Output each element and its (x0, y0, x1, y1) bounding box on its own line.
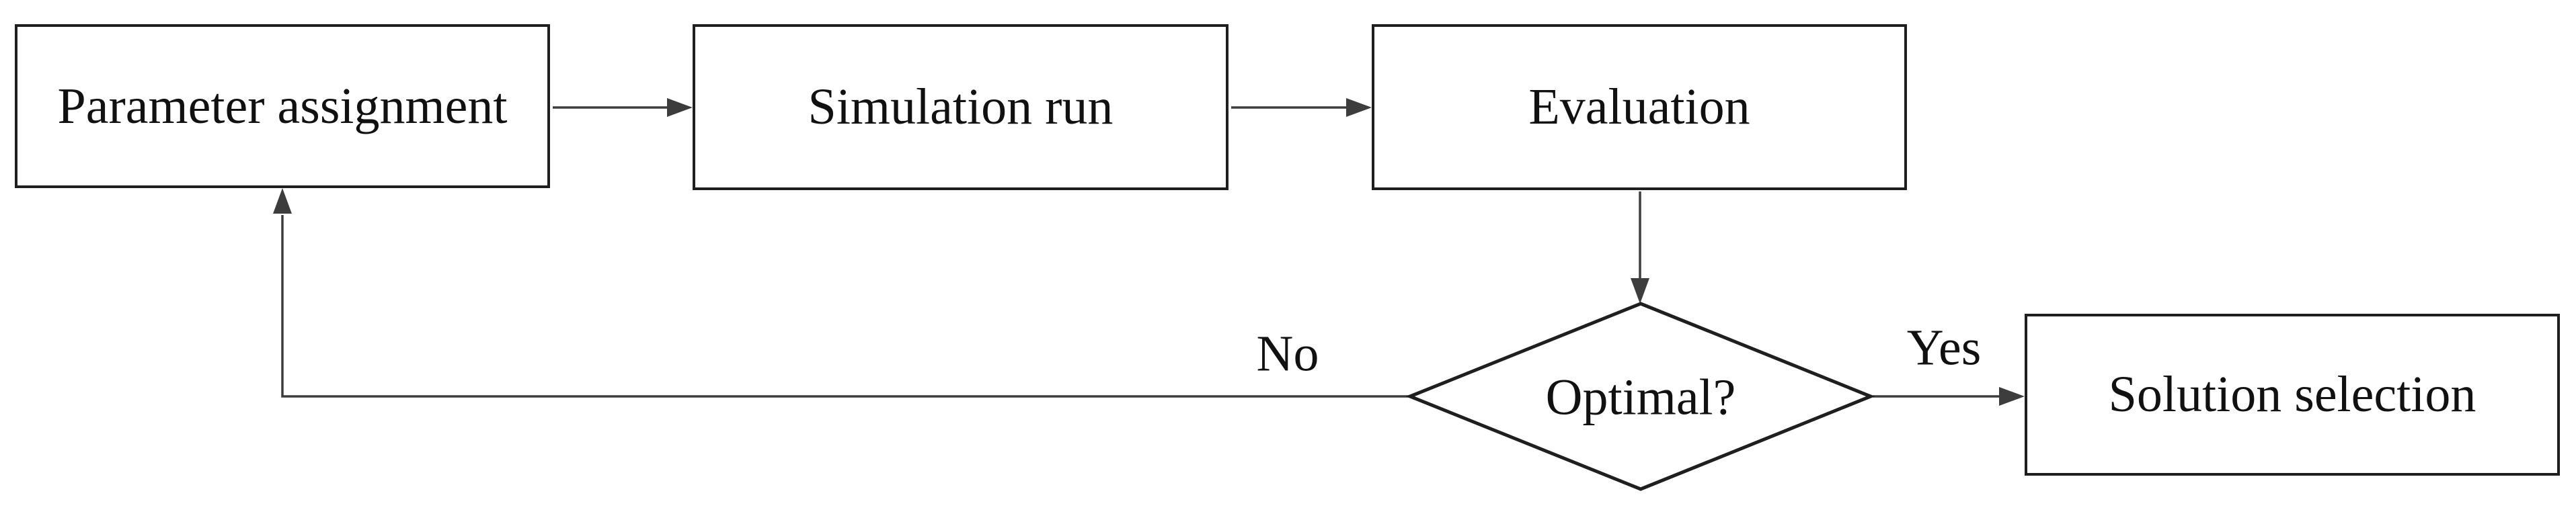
node-label: Parameter assignment (57, 77, 508, 134)
node-parameter-assignment: Parameter assignment (15, 24, 550, 188)
arrow-decision-loop-back (281, 215, 1410, 398)
edge-label-no: No (1256, 325, 1319, 382)
arrowhead-right-icon (1346, 98, 1372, 117)
node-evaluation: Evaluation (1372, 24, 1907, 190)
node-label: Evaluation (1528, 79, 1750, 136)
edge-label-yes: Yes (1906, 319, 1982, 376)
arrowhead-up-icon (273, 188, 292, 214)
arrowhead-right-icon (1999, 387, 2025, 406)
arrowhead-down-icon (1631, 278, 1649, 304)
node-solution-selection: Solution selection (2025, 314, 2560, 476)
node-simulation-run: Simulation run (693, 24, 1228, 190)
node-label: Optimal? (1545, 369, 1736, 426)
node-label: Simulation run (808, 79, 1114, 136)
decision-diamond-label: Optimal? (1546, 369, 1736, 427)
node-label: Solution selection (2108, 366, 2476, 423)
decision-diamond-shape (1405, 302, 1875, 491)
arrowhead-right-icon (667, 98, 693, 117)
